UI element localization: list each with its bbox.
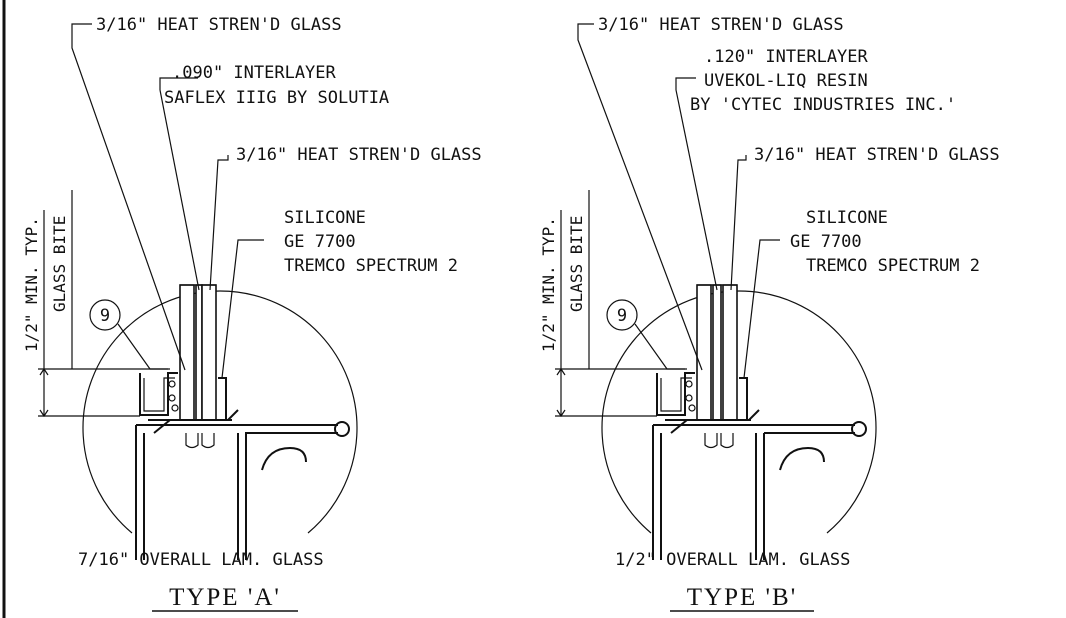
interlayer-a <box>195 284 203 421</box>
label-interlayer-a-2: SAFLEX IIIG BY SOLUTIA <box>164 88 389 108</box>
label-interlayer-b-2: UVEKOL-LIQ RESIN <box>704 71 868 91</box>
callout-circle-a <box>89 299 121 331</box>
label-silicone-a-2: GE 7700 <box>284 232 356 252</box>
label-bite-b-2: GLASS BITE <box>567 216 586 312</box>
label-interlayer-b-3: BY 'CYTEC INDUSTRIES INC.' <box>690 95 956 115</box>
label-bite-b-1: 1/2" MIN. TYP. <box>539 217 558 352</box>
detail-circle-b <box>601 290 877 534</box>
leader-inner-glass-a <box>209 155 229 291</box>
leader-inner-glass-b <box>730 155 747 291</box>
leader-outer-glass-a <box>71 23 186 371</box>
label-interlayer-a-1: .090" INTERLAYER <box>172 63 337 83</box>
outer-glass-pane-a <box>179 284 195 421</box>
label-silicone-a-3: TREMCO SPECTRUM 2 <box>284 256 458 276</box>
label-silicone-a-1: SILICONE <box>284 208 366 228</box>
leader-silicone-b <box>743 239 780 379</box>
inner-glass-pane-a <box>201 284 217 421</box>
label-outer-glass-a: 3/16" HEAT STREN'D GLASS <box>96 15 342 35</box>
label-bite-a-1: 1/2" MIN. TYP. <box>22 217 41 352</box>
label-outer-glass-b: 3/16" HEAT STREN'D GLASS <box>598 15 844 35</box>
callout-circle-b <box>606 299 638 331</box>
detail-type-a: 9 3/16" HEAT STREN'D GLASS .090" INTERLA… <box>22 15 482 612</box>
callout-number-a: 9 <box>100 306 110 326</box>
glazing-stop-a <box>139 372 178 416</box>
title-type-b: TYPE 'B' <box>687 584 797 611</box>
interlayer-b <box>712 284 722 421</box>
inner-glass-pane-b <box>722 284 738 421</box>
label-interlayer-b-1: .120" INTERLAYER <box>704 47 869 67</box>
label-inner-glass-a: 3/16" HEAT STREN'D GLASS <box>236 145 482 165</box>
label-silicone-b-3: TREMCO SPECTRUM 2 <box>806 256 980 276</box>
label-overall-b: 1/2" OVERALL LAM. GLASS <box>615 550 850 570</box>
mullion-wall-b <box>652 425 662 560</box>
label-inner-glass-b: 3/16" HEAT STREN'D GLASS <box>754 145 1000 165</box>
leader-silicone-a <box>221 239 264 379</box>
label-bite-a-2: GLASS BITE <box>50 216 69 312</box>
detail-type-b: 9 3/16" HEAT STREN'D GLASS .120" INTERLA… <box>539 15 1000 612</box>
callout-number-b: 9 <box>617 306 627 326</box>
leader-interlayer-b <box>675 77 718 291</box>
title-type-a: TYPE 'A' <box>169 584 281 611</box>
label-silicone-b-2: GE 7700 <box>790 232 862 252</box>
label-overall-a: 7/16" OVERALL LAM. GLASS <box>78 550 324 570</box>
mullion-wall-a <box>135 425 145 560</box>
leader-interlayer-a <box>159 77 200 291</box>
silicone-bead-a <box>218 377 227 421</box>
leader-outer-glass-b <box>577 23 703 371</box>
detail-circle-a <box>82 290 358 534</box>
outer-glass-pane-b <box>696 284 712 421</box>
silicone-bead-b <box>739 377 748 421</box>
label-silicone-b-1: SILICONE <box>806 208 888 228</box>
glazing-stop-b <box>656 372 695 416</box>
